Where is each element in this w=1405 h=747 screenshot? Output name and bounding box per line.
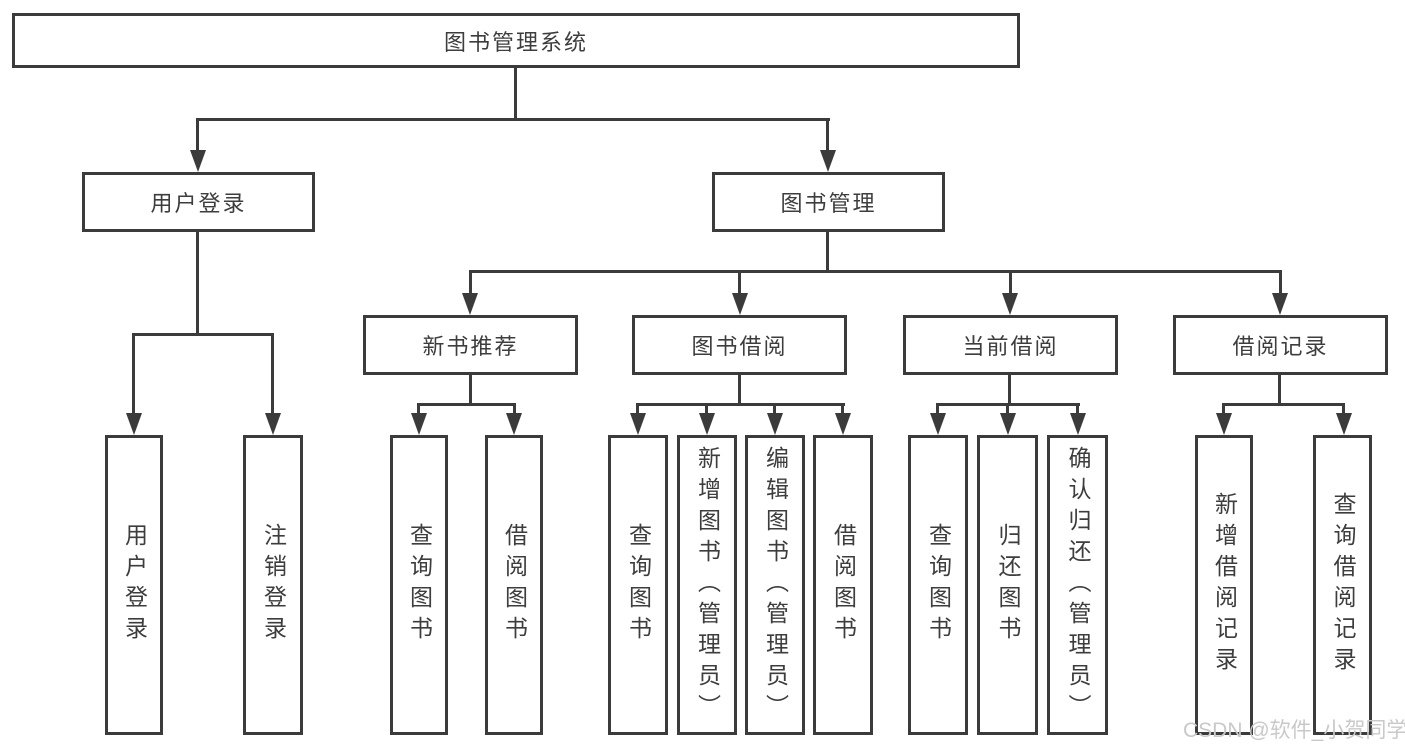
connector-line	[705, 404, 708, 416]
arrow-down-icon	[767, 413, 783, 435]
connector-line	[636, 404, 639, 416]
leaf-br-query-record: 查询借阅记录	[1313, 435, 1372, 735]
leaf-cb-return-books: 归还图书	[977, 435, 1038, 735]
node-current-borrow: 当前借阅	[903, 315, 1118, 375]
connector-line	[1006, 404, 1009, 416]
arrow-down-icon	[930, 413, 946, 435]
arrow-down-icon	[630, 413, 646, 435]
connector-line	[514, 68, 517, 119]
leaf-user-login-label: 用户登录	[121, 523, 148, 647]
connector-line	[1222, 403, 1345, 406]
arrow-down-icon	[1070, 413, 1086, 435]
connector-line	[469, 270, 1282, 273]
connector-line	[469, 375, 472, 405]
arrow-down-icon	[1272, 293, 1288, 315]
connector-line	[417, 403, 516, 406]
leaf-br-query-record-label: 查询借阅记录	[1330, 492, 1356, 678]
connector-line	[826, 119, 829, 152]
arrow-down-icon	[835, 413, 851, 435]
node-book-management: 图书管理	[712, 172, 945, 232]
connector-line	[738, 271, 741, 295]
arrow-down-icon	[462, 293, 478, 315]
node-user-login-label: 用户登录	[150, 191, 247, 216]
arrow-down-icon	[1002, 293, 1018, 315]
leaf-nb-borrow-books: 借阅图书	[485, 435, 543, 735]
connector-line	[132, 333, 274, 336]
connector-line	[132, 334, 135, 415]
node-root: 图书管理系统	[12, 13, 1020, 68]
arrow-down-icon	[699, 413, 715, 435]
arrow-down-icon	[1216, 413, 1232, 435]
connector-line	[1008, 375, 1011, 405]
arrow-down-icon	[190, 150, 206, 172]
node-new-book-recommend: 新书推荐	[363, 315, 578, 375]
node-borrow-record-label: 借阅记录	[1232, 334, 1329, 359]
arrow-down-icon	[411, 413, 427, 435]
leaf-br-add-record: 新增借阅记录	[1195, 435, 1253, 735]
leaf-nb-query-books-label: 查询图书	[406, 523, 433, 647]
leaf-nb-query-books: 查询图书	[390, 435, 448, 735]
connector-line	[1222, 404, 1225, 416]
leaf-user-login: 用户登录	[105, 435, 163, 735]
node-book-borrow: 图书借阅	[632, 315, 847, 375]
node-user-login: 用户登录	[82, 172, 315, 232]
arrow-down-icon	[1336, 413, 1352, 435]
leaf-bb-query-books: 查询图书	[608, 435, 668, 735]
node-new-book-recommend-label: 新书推荐	[422, 334, 519, 359]
arrow-down-icon	[732, 293, 748, 315]
leaf-bb-add-books-admin-label: 新增图书（管理员）	[694, 445, 721, 725]
leaf-cb-return-books-label: 归还图书	[995, 523, 1021, 647]
leaf-bb-query-books-label: 查询图书	[625, 523, 652, 647]
arrow-down-icon	[506, 413, 522, 435]
node-root-label: 图书管理系统	[443, 29, 588, 55]
leaf-cb-confirm-return-admin-label: 确认归还（管理员）	[1065, 445, 1091, 725]
leaf-cb-confirm-return-admin: 确认归还（管理员）	[1047, 435, 1108, 735]
arrow-down-icon	[1000, 413, 1016, 435]
node-book-borrow-label: 图书借阅	[691, 334, 788, 359]
arrow-down-icon	[265, 413, 281, 435]
connector-line	[196, 118, 830, 121]
leaf-logout: 注销登录	[243, 435, 303, 735]
connector-line	[417, 404, 420, 416]
leaf-bb-borrow-books: 借阅图书	[813, 435, 873, 735]
connector-line	[773, 404, 776, 416]
connector-line	[1076, 404, 1079, 416]
arrow-down-icon	[820, 150, 836, 172]
leaf-nb-borrow-books-label: 借阅图书	[501, 523, 528, 647]
node-borrow-record: 借阅记录	[1173, 315, 1388, 375]
connector-line	[1279, 271, 1282, 295]
arrow-down-icon	[126, 413, 142, 435]
leaf-bb-edit-books-admin: 编辑图书（管理员）	[745, 435, 805, 735]
connector-line	[469, 271, 472, 295]
leaf-bb-borrow-books-label: 借阅图书	[830, 523, 857, 647]
connector-line	[738, 375, 741, 405]
node-current-borrow-label: 当前借阅	[962, 334, 1059, 359]
connector-line	[196, 119, 199, 152]
leaf-cb-query-books: 查询图书	[908, 435, 968, 735]
connector-line	[513, 404, 516, 416]
connector-line	[196, 232, 199, 335]
connector-line	[636, 403, 845, 406]
connector-line	[1009, 271, 1012, 295]
connector-line	[826, 232, 829, 271]
connector-line	[936, 404, 939, 416]
leaf-bb-edit-books-admin-label: 编辑图书（管理员）	[762, 445, 789, 725]
leaf-logout-label: 注销登录	[260, 523, 287, 647]
leaf-br-add-record-label: 新增借阅记录	[1211, 492, 1238, 678]
connector-line	[1278, 375, 1281, 405]
leaf-bb-add-books-admin: 新增图书（管理员）	[677, 435, 737, 735]
connector-line	[841, 404, 844, 416]
leaf-cb-query-books-label: 查询图书	[925, 523, 952, 647]
connector-line	[271, 334, 274, 415]
csdn-watermark: CSDN @软件_小贺同学	[1183, 719, 1405, 742]
connector-line	[1342, 404, 1345, 416]
node-book-management-label: 图书管理	[780, 191, 877, 216]
